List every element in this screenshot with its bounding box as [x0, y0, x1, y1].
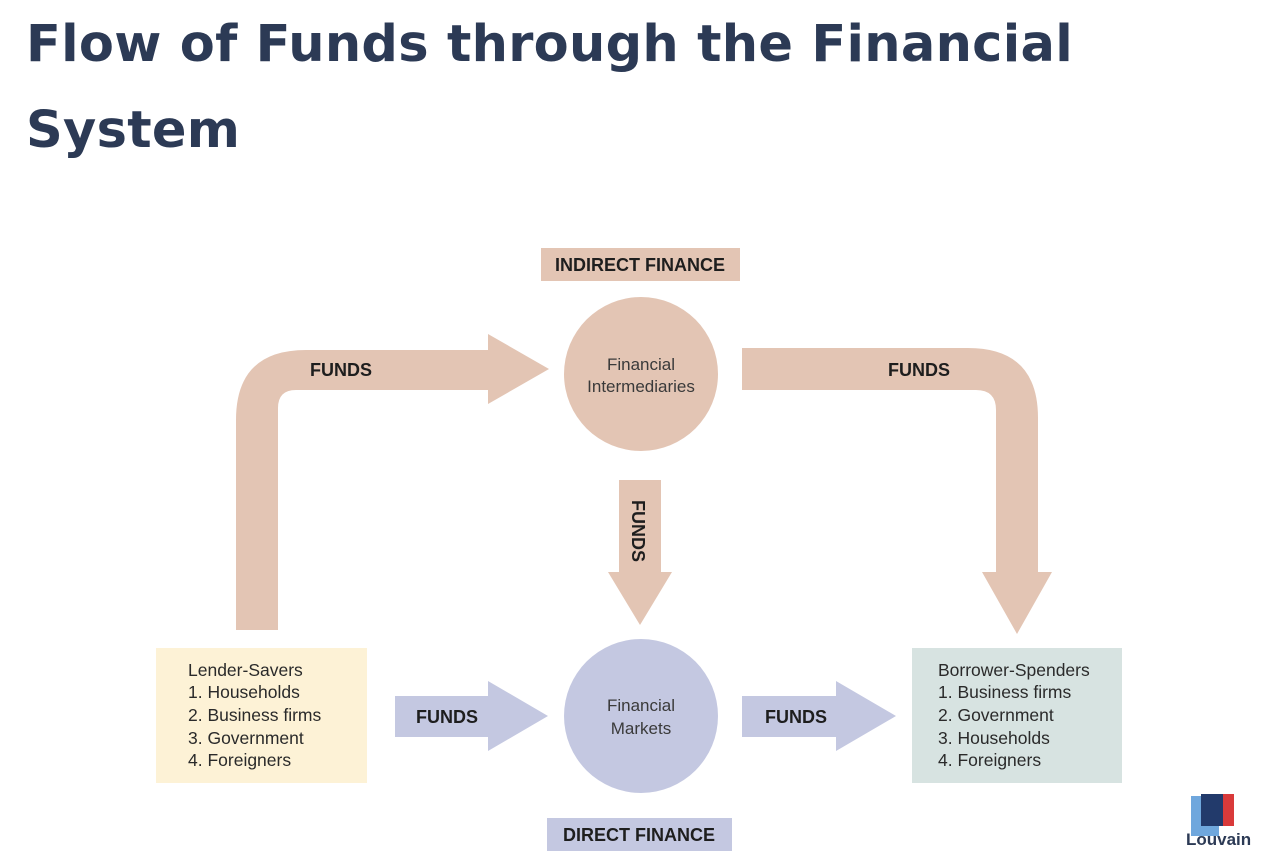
borrowers-item: 2. Government	[938, 705, 1054, 725]
lenders-item: 4. Foreigners	[188, 750, 291, 770]
uclouvain-logo-icon	[1191, 794, 1234, 836]
markets-line1: Financial	[607, 696, 675, 715]
arrow-intermediaries-to-markets	[608, 480, 672, 625]
funds-label-vertical: FUNDS	[628, 500, 648, 562]
lenders-heading: Lender-Savers	[188, 660, 303, 680]
funds-label-top-left: FUNDS	[310, 360, 372, 380]
lender-savers-box: Lender-Savers 1. Households 2. Business …	[156, 648, 367, 783]
indirect-finance-tag: INDIRECT FINANCE	[541, 248, 740, 281]
lenders-item: 2. Business firms	[188, 705, 321, 725]
borrowers-item: 4. Foreigners	[938, 750, 1041, 770]
direct-finance-tag: DIRECT FINANCE	[547, 818, 732, 851]
funds-label-top-right: FUNDS	[888, 360, 950, 380]
direct-finance-label: DIRECT FINANCE	[563, 825, 715, 845]
arrow-markets-to-borrowers	[742, 681, 896, 751]
financial-markets-node: Financial Markets	[564, 639, 718, 793]
borrower-spenders-box: Borrower-Spenders 1. Business firms 2. G…	[912, 648, 1122, 783]
logo-text: Louvain	[1186, 830, 1252, 849]
arrow-lenders-to-markets	[395, 681, 548, 751]
borrowers-heading: Borrower-Spenders	[938, 660, 1090, 680]
arrow-lenders-to-intermediaries	[236, 334, 549, 630]
funds-label-bottom-left: FUNDS	[416, 707, 478, 727]
markets-line2: Markets	[611, 719, 671, 738]
borrowers-item: 3. Households	[938, 728, 1050, 748]
lenders-item: 1. Households	[188, 682, 300, 702]
slide-title: Flow of Funds through the Financial Syst…	[26, 15, 1073, 160]
borrowers-item: 1. Business firms	[938, 682, 1071, 702]
arrow-intermediaries-to-borrowers	[742, 348, 1052, 634]
intermediaries-line2: Intermediaries	[587, 377, 695, 396]
funds-label-bottom-right: FUNDS	[765, 707, 827, 727]
intermediaries-line1: Financial	[607, 355, 675, 374]
financial-intermediaries-node: Financial Intermediaries	[564, 297, 718, 451]
lenders-item: 3. Government	[188, 728, 304, 748]
indirect-finance-label: INDIRECT FINANCE	[555, 255, 725, 275]
